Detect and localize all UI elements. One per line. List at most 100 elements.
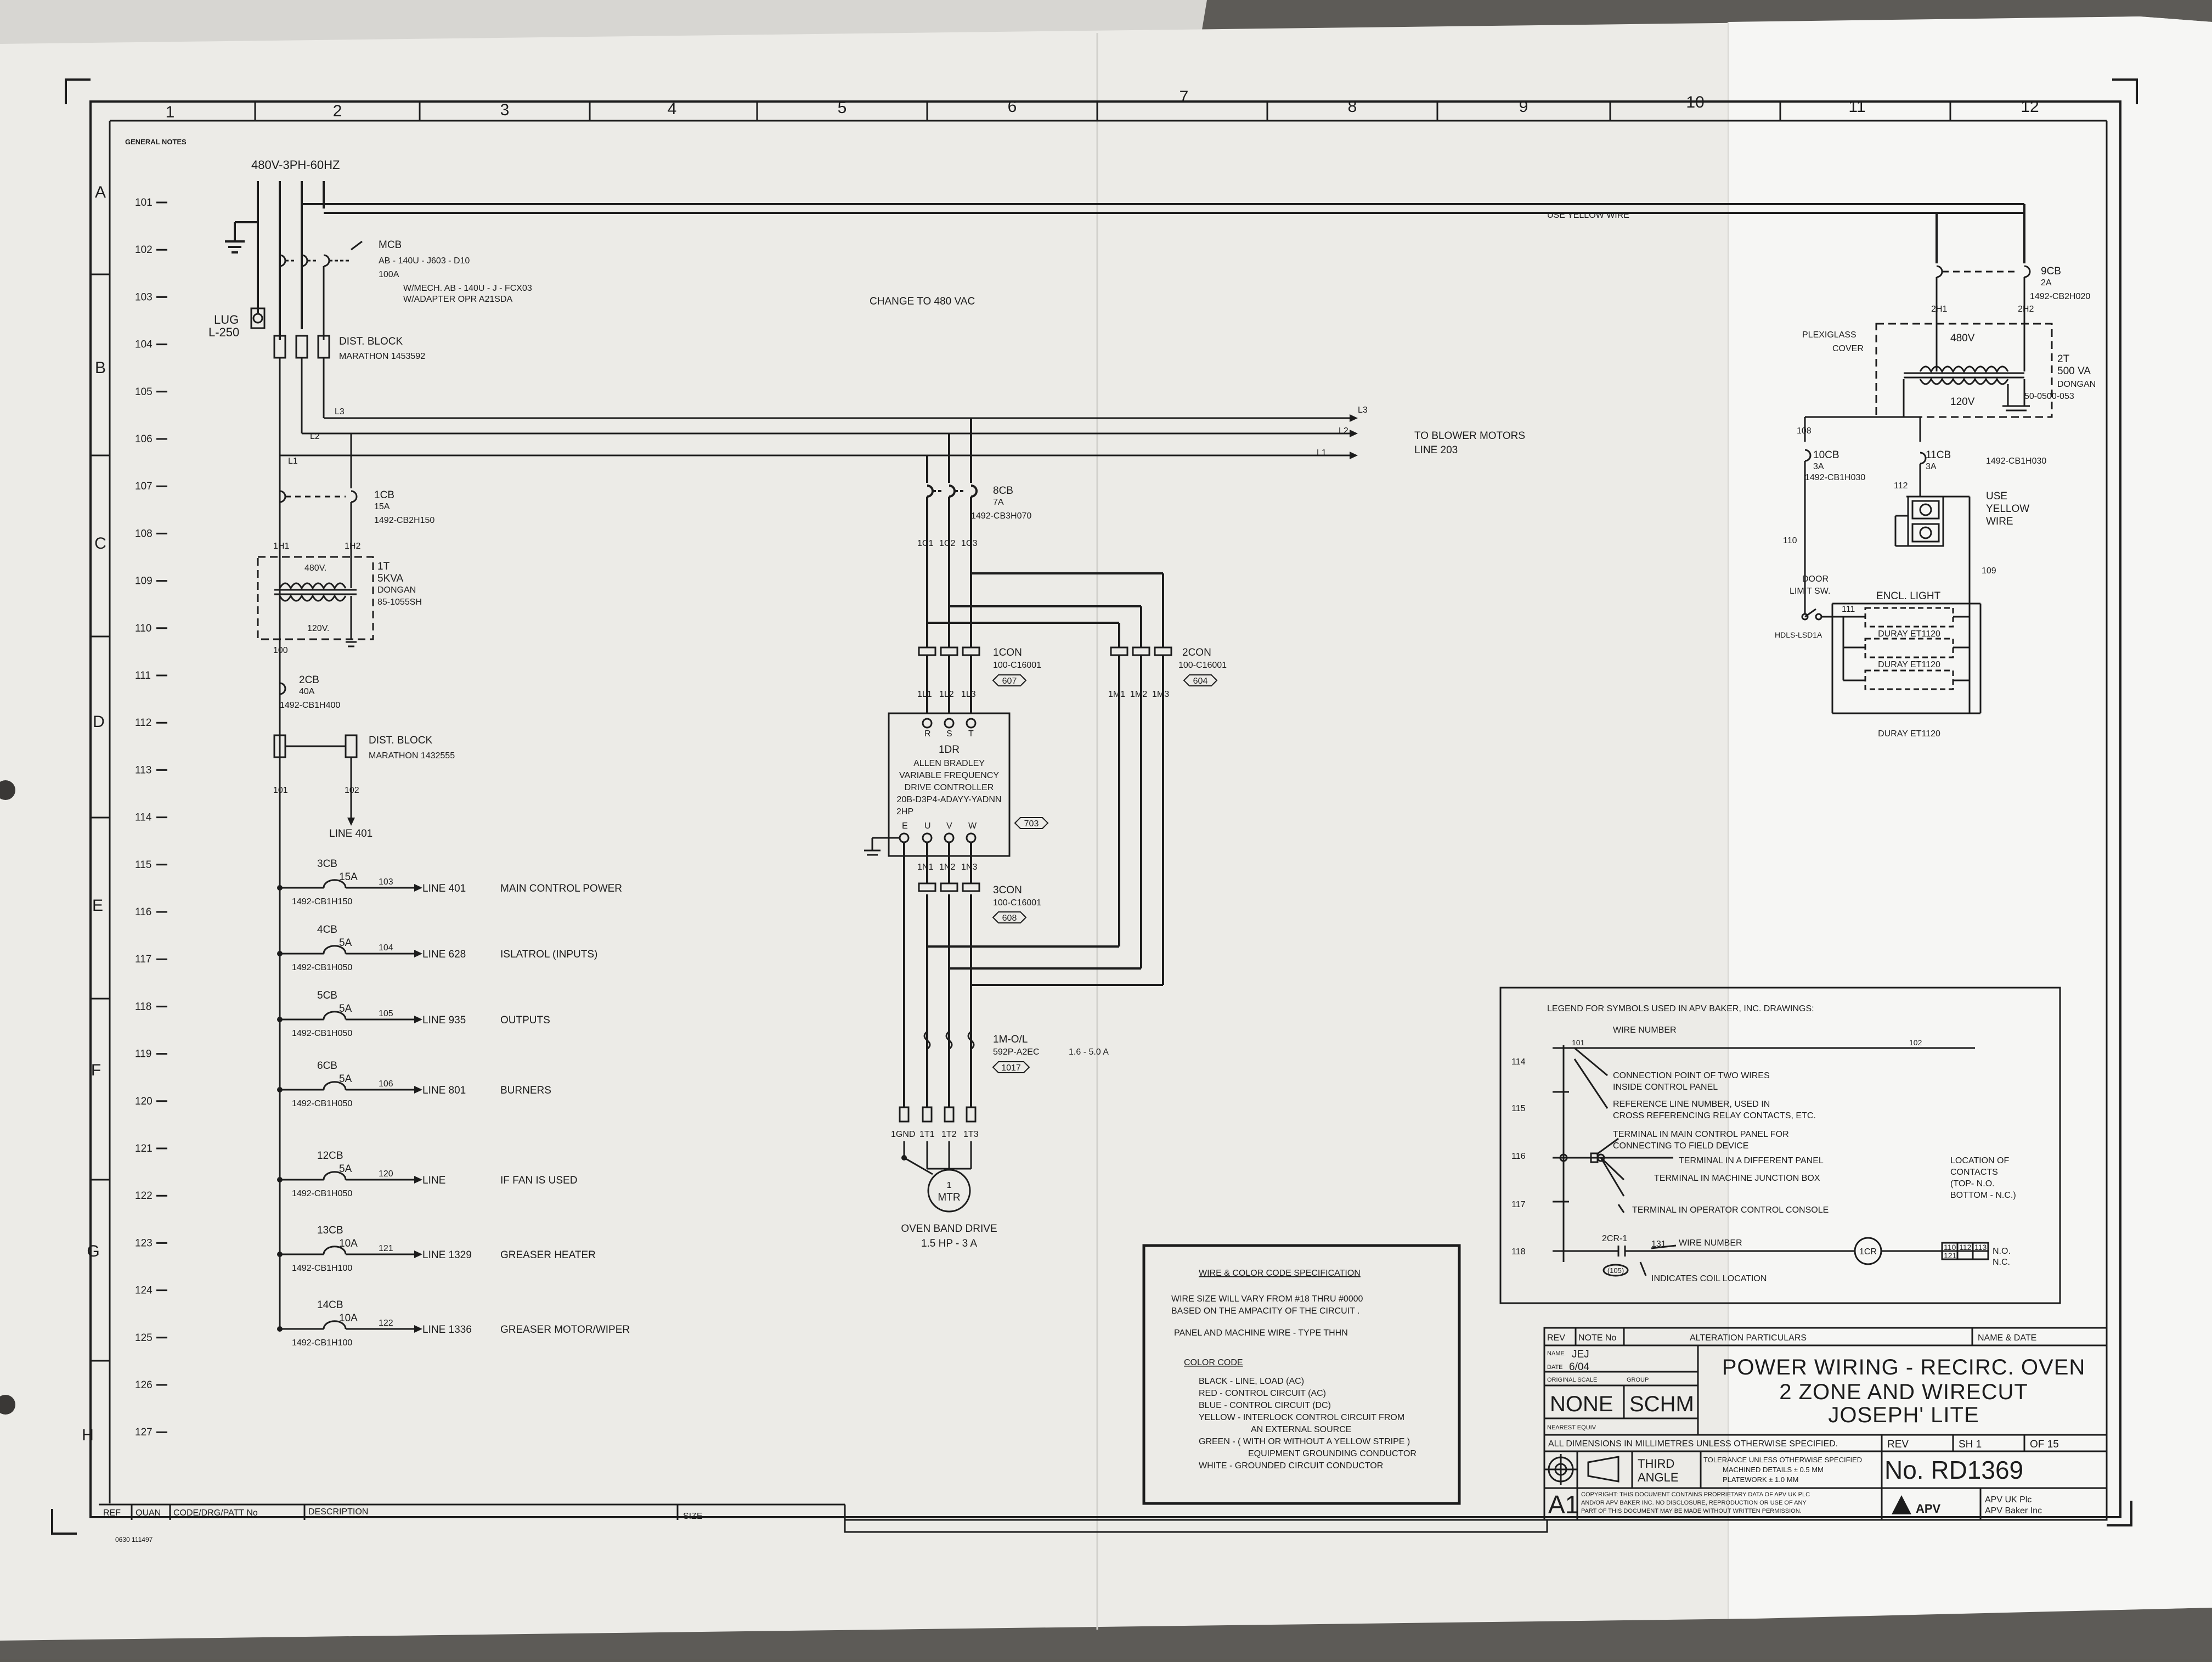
color-code-green: GREEN - ( WITH OR WITHOUT A YELLOW STRIP…: [1199, 1437, 1410, 1446]
branch-description: ISLATROL (INPUTS): [500, 949, 597, 960]
motor-term-gnd: 1GND: [891, 1130, 915, 1139]
contactor-1con: [918, 646, 980, 656]
branch-line-ref: LINE 1329: [422, 1249, 472, 1261]
legend-coil-location: INDICATES COIL LOCATION: [1651, 1274, 1767, 1283]
branch-description: IF FAN IS USED: [500, 1175, 577, 1186]
cb11-rating: 3A: [1926, 462, 1937, 471]
tb-copyright-2: AND/OR APV BAKER INC. NO DISCLOSURE, REP…: [1581, 1500, 1807, 1506]
color-code-title: COLOR CODE: [1184, 1358, 1243, 1367]
motor-term-3: 1T3: [963, 1130, 979, 1139]
tb-date: 6/04: [1569, 1361, 1589, 1373]
legend-row-114: 114: [1511, 1057, 1526, 1067]
legend-box: [1499, 987, 2061, 1304]
motor-number: 1: [947, 1181, 952, 1190]
wire-1l3: 1L3: [961, 690, 976, 699]
line-401-ref: LINE 401: [329, 828, 373, 840]
con1-model: 100-C16001: [993, 661, 1041, 670]
vfd-name: 1DR: [939, 744, 960, 756]
legend-terminal-1: TERMINAL IN MAIN CONTROL PANEL FOR: [1613, 1130, 1789, 1139]
legend-wire-number-2: WIRE NUMBER: [1679, 1238, 1742, 1248]
branch-cb-model: 1492-CB1H150: [292, 897, 352, 906]
line-number-103: 103: [135, 291, 153, 303]
branch-cb-rating: 10A: [339, 1312, 358, 1324]
color-code-white: WHITE - GROUNDED CIRCUIT CONDUCTOR: [1199, 1461, 1383, 1471]
column-label: 6: [1008, 98, 1017, 116]
legend-reference-1: REFERENCE LINE NUMBER, USED IN: [1613, 1100, 1770, 1109]
row-label: D: [93, 713, 105, 731]
legend-101: 101: [1572, 1038, 1585, 1047]
tb-apv: APV: [1916, 1502, 1941, 1515]
blower-label: TO BLOWER MOTORS: [1414, 430, 1525, 442]
column-label: 8: [1348, 98, 1357, 116]
lug-model: L-250: [208, 325, 239, 339]
light-1: DURAY ET1120: [1878, 629, 1940, 639]
vfd-make: ALLEN BRADLEY: [913, 759, 985, 768]
legend-terminal-2: CONNECTING TO FIELD DEVICE: [1613, 1141, 1748, 1151]
tb-copyright-3: PART OF THIS DOCUMENT MAY BE MADE WITHOU…: [1581, 1508, 1802, 1514]
column-label: 2: [333, 102, 342, 120]
wire-1c3: 1C3: [961, 539, 977, 548]
branch-line-ref: LINE 1336: [422, 1324, 472, 1336]
dist-block-2-name: DIST. BLOCK: [369, 735, 432, 746]
line-number-104: 104: [135, 339, 153, 351]
vfd-term-w: W: [968, 821, 977, 831]
cb10-name: 10CB: [1813, 449, 1839, 461]
con3-name: 3CON: [993, 884, 1022, 896]
wire-1m1: 1M1: [1108, 690, 1125, 699]
branch-wire-number: 120: [379, 1169, 393, 1179]
wire-spec-line-1: WIRE SIZE WILL VARY FROM #18 THRU #0000: [1171, 1294, 1363, 1304]
column-label: 3: [500, 101, 510, 119]
cb8-name: 8CB: [993, 485, 1013, 497]
legend-wire-number: WIRE NUMBER: [1613, 1026, 1677, 1035]
wire-1c2: 1C2: [939, 539, 955, 548]
legend-row-116: 116: [1511, 1152, 1526, 1161]
line-number-111: 111: [135, 670, 151, 681]
branch-cb-model: 1492-CB1H050: [292, 963, 352, 972]
transformer-2t: [1804, 323, 2053, 442]
mcb-rating: 100A: [379, 270, 399, 279]
wire-2h2: 2H2: [2018, 305, 2034, 314]
wire-spec-line-3: PANEL AND MACHINE WIRE - TYPE THHN: [1174, 1328, 1348, 1338]
tb-drawing-number: No. RD1369: [1884, 1456, 2023, 1484]
wire-2h1: 2H1: [1931, 305, 1947, 314]
vfd-term-t: T: [968, 729, 974, 739]
color-code-yellow-2: AN EXTERNAL SOURCE: [1251, 1425, 1351, 1434]
legend-terminal-diff: TERMINAL IN A DIFFERENT PANEL: [1679, 1156, 1824, 1165]
line-number-124: 124: [135, 1285, 153, 1297]
legend-row-117: 117: [1511, 1200, 1526, 1209]
legend-contact: 2CR-1: [1602, 1234, 1627, 1243]
branch-description: OUTPUTS: [500, 1015, 550, 1026]
line-number-123: 123: [135, 1237, 153, 1249]
legend-connection-2: INSIDE CONTROL PANEL: [1613, 1083, 1718, 1092]
branch-cb-rating: 5A: [339, 1073, 352, 1085]
con2-model: 100-C16001: [1178, 661, 1227, 670]
transformer-1t: [257, 556, 374, 680]
row-label: B: [95, 359, 106, 377]
cb11-model: 1492-CB1H030: [1986, 457, 2046, 466]
line-number-102: 102: [135, 244, 153, 256]
branch-cb-rating: 15A: [339, 871, 358, 883]
column-label: 12: [2021, 98, 2039, 116]
branch-cb-rating: 10A: [339, 1238, 358, 1249]
yellow-wire-label-3: WIRE: [1986, 516, 2013, 527]
branch-cb-name: 6CB: [317, 1060, 337, 1072]
wire-1n1: 1N1: [917, 863, 933, 872]
vfd-term-e: E: [902, 821, 908, 831]
t2-secondary: 120V: [1950, 396, 1975, 408]
door-switch-and-lights: [1801, 576, 1982, 714]
branch-line-ref: LINE 401: [422, 883, 466, 894]
branch-description: GREASER HEATER: [500, 1249, 596, 1261]
mcb-adapter: W/ADAPTER OPR A21SDA: [403, 295, 512, 304]
line-number-122: 122: [135, 1190, 153, 1202]
t2-cover2: COVER: [1832, 344, 1864, 353]
door-switch-label-1: DOOR: [1802, 574, 1829, 584]
branch-cb-model: 1492-CB1H050: [292, 1189, 352, 1198]
tb-name-label: NAME: [1547, 1350, 1565, 1357]
tb-scale: NONE: [1550, 1392, 1613, 1416]
ol-ref-tag: 1017: [992, 1061, 1030, 1073]
vfd-desc2: DRIVE CONTROLLER: [905, 783, 994, 792]
branch-cb-model: 1492-CB1H050: [292, 1099, 352, 1108]
wire-112: 112: [1894, 481, 1908, 491]
yellow-wire-label-1: USE: [1986, 491, 2007, 502]
dist-block-1-name: DIST. BLOCK: [339, 336, 403, 347]
